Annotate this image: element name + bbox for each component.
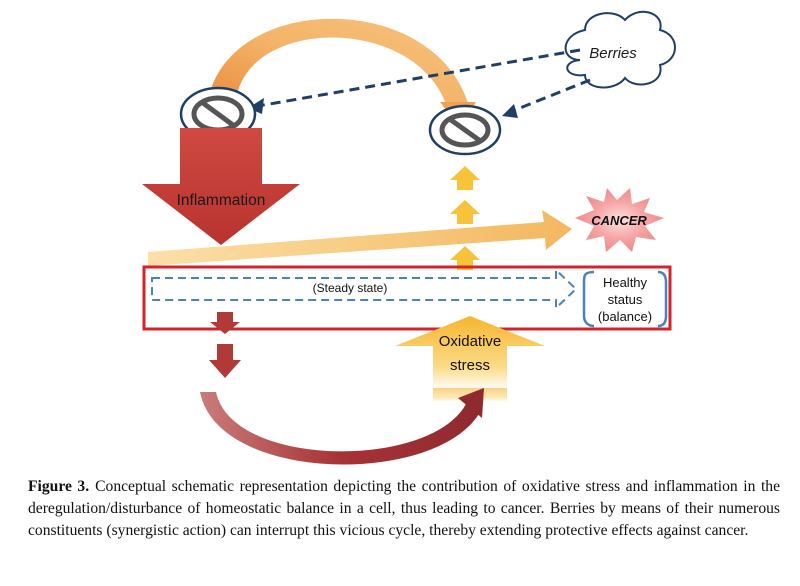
inhibit-symbol-left [179,86,257,142]
berries-arrowhead-right [502,104,518,118]
steady-state-label: (Steady state) [313,281,388,295]
oxidative-line-2: stress [450,357,490,374]
inflammation-arrow: Inflammation [142,128,300,245]
dark-red-arc-arrowhead [458,388,484,418]
small-down-arrow-1 [210,312,240,334]
healthy-status: Healthy status (balance) [582,270,668,328]
healthy-line-1: Healthy [603,275,648,290]
berries-to-inflammation-arrow [257,48,581,108]
berries-to-oxidative-arrow [509,78,591,114]
inhibit-symbol-right [428,104,502,156]
berries-cloud: Berries [564,10,676,89]
inflammation-label: Inflammation [177,192,266,209]
small-down-arrow-2 [209,344,241,378]
small-up-arrow-1 [450,166,480,190]
dark-red-cycle-arc [200,392,480,465]
cancer-burst: CANCER [575,188,664,252]
small-up-arrow-3 [450,246,480,270]
small-up-arrow-2 [450,200,480,224]
homeostasis-frame [142,265,672,331]
berries-arrowhead-left [248,98,264,114]
figure-caption: Figure 3.Conceptual schematic representa… [28,476,780,542]
steady-state-arrow: (Steady state) [151,267,578,311]
orange-feedback-arc [208,18,470,110]
healthy-line-3: (balance) [598,309,652,324]
oxidative-line-1: Oxidative [439,333,502,350]
homeostasis-cancer-diagram: Berries Inflammation CANCER (Steady stat… [142,10,676,465]
figure-caption-text: Conceptual schematic representation depi… [28,478,780,539]
healthy-line-2: status [608,292,643,307]
cancer-label: CANCER [591,213,647,228]
figure-label: Figure 3. [28,478,90,495]
berries-label: Berries [589,45,637,62]
progression-to-cancer-arrow [148,210,572,266]
